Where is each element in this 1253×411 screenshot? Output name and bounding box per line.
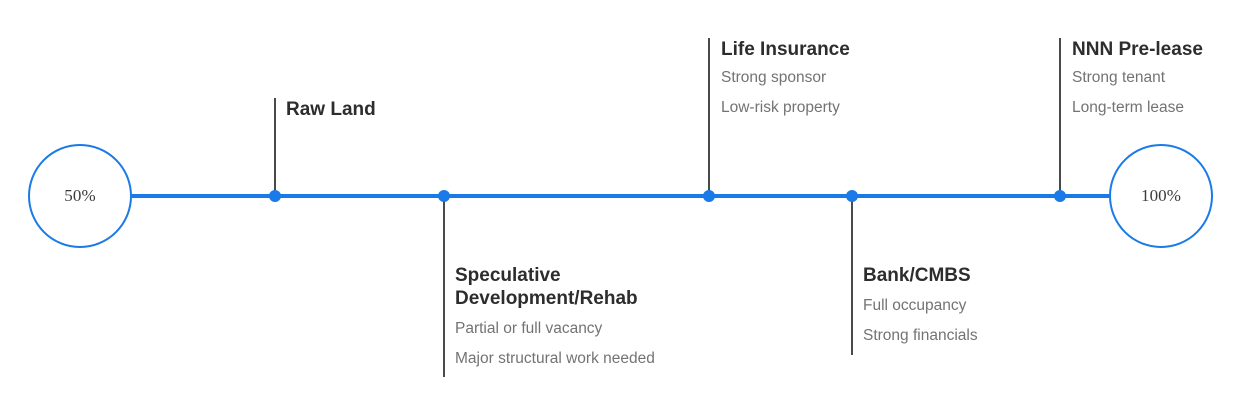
milestone-subtitle-nnn-pre-lease-2: Long-term lease xyxy=(1072,99,1185,116)
milestone-dot-life-insurance[interactable] xyxy=(703,190,715,202)
milestone-subtitle-nnn-pre-lease-1: Strong tenant xyxy=(1072,69,1166,86)
endpoint-circle-end: 100% xyxy=(1109,144,1213,248)
milestone-title-raw-land: Raw Land xyxy=(286,99,376,120)
milestone-subtitle-life-insurance-1: Strong sponsor xyxy=(721,69,827,86)
milestone-dot-raw-land[interactable] xyxy=(269,190,281,202)
milestone-subtitle-speculative-development-rehab-1: Partial or full vacancy xyxy=(455,320,603,337)
milestone-stem-nnn-pre-lease xyxy=(1059,38,1061,196)
milestone-subtitle-bank-cmbs-1: Full occupancy xyxy=(863,297,967,314)
milestone-subtitle-life-insurance-2: Low-risk property xyxy=(721,99,840,116)
milestone-stem-raw-land xyxy=(274,98,276,196)
milestone-title-bank-cmbs: Bank/CMBS xyxy=(863,265,971,286)
milestone-dot-bank-cmbs[interactable] xyxy=(846,190,858,202)
spectrum-axis-line xyxy=(130,194,1117,198)
milestone-stem-life-insurance xyxy=(708,38,710,196)
endpoint-label-end: 100% xyxy=(1140,186,1182,205)
endpoint-label-start: 50% xyxy=(64,186,96,205)
milestone-stem-bank-cmbs xyxy=(851,196,853,355)
milestone-title-nnn-pre-lease: NNN Pre-lease xyxy=(1072,39,1203,60)
milestone-subtitle-speculative-development-rehab-2: Major structural work needed xyxy=(455,350,655,367)
milestone-dot-speculative-development-rehab[interactable] xyxy=(438,190,450,202)
milestone-title-life-insurance: Life Insurance xyxy=(721,39,850,60)
milestone-dot-nnn-pre-lease[interactable] xyxy=(1054,190,1066,202)
endpoint-circle-start: 50% xyxy=(28,144,132,248)
milestone-label-raw-land: Raw Land xyxy=(286,98,376,123)
milestone-title-speculative-development-rehab: Speculative Development/Rehab xyxy=(455,265,638,309)
milestone-stem-speculative-development-rehab xyxy=(443,196,445,377)
milestone-subtitle-bank-cmbs-2: Strong financials xyxy=(863,327,978,344)
